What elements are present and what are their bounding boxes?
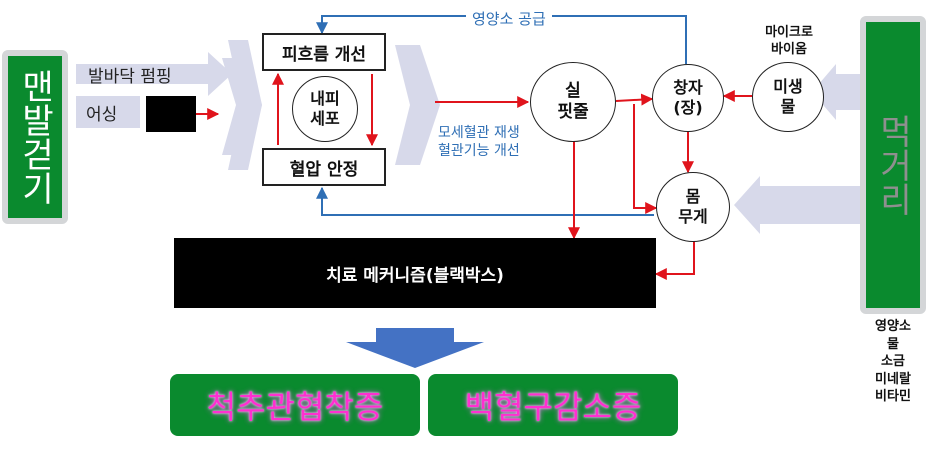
- thread-vein-circle: 실 핏줄: [530, 62, 616, 142]
- barefoot-walking-panel: 맨발걷기: [2, 50, 68, 224]
- blood-pressure-box: 혈압 안정: [262, 148, 386, 186]
- thread-to-weight-arrow: [633, 104, 658, 214]
- earthing-label: 어싱: [86, 105, 118, 125]
- weight-to-blackbox-arrow: [654, 240, 695, 280]
- result-arrow: [346, 328, 484, 368]
- gut-circle: 창자 (장): [652, 64, 724, 132]
- treatment-mechanism-blackbox: 치료 메커니즘(블랙박스): [174, 238, 656, 308]
- thread-to-gut-arrow: [615, 93, 654, 106]
- vascular-improve-label: 혈관기능 개선: [438, 143, 520, 159]
- endothelial-cell-circle: 내피 세포: [292, 76, 358, 142]
- big-arrow-right: [395, 45, 440, 165]
- food-panel: 먹거리: [860, 16, 926, 314]
- microbiome-title: 마이크로 바이옴: [765, 25, 813, 57]
- outcome-spinal-stenosis: 척추관협착증: [170, 374, 420, 436]
- food-arrow-top: [812, 64, 862, 120]
- big-arrow-left: [228, 40, 262, 170]
- foot-pumping-label: 발바닥 펌핑: [88, 67, 172, 87]
- body-weight-circle: 몸 무게: [656, 172, 730, 242]
- foot-pumping-arrow: [76, 52, 232, 96]
- outcome-leukopenia: 백혈구감소증: [428, 374, 678, 436]
- capillary-regen-label: 모세혈관 재생: [438, 125, 520, 141]
- nutrients-list: 영양소 물 소금 미네랄 비타민: [875, 319, 911, 405]
- earthing-black-box: [146, 96, 196, 132]
- weight-to-bp-line: [316, 186, 654, 216]
- nutrient-supply-label: 영양소 공급: [466, 8, 552, 29]
- earthing-arrow-bg: [76, 96, 140, 128]
- food-arrow-bottom: [734, 176, 862, 234]
- blood-flow-box: 피흐름 개선: [262, 33, 386, 71]
